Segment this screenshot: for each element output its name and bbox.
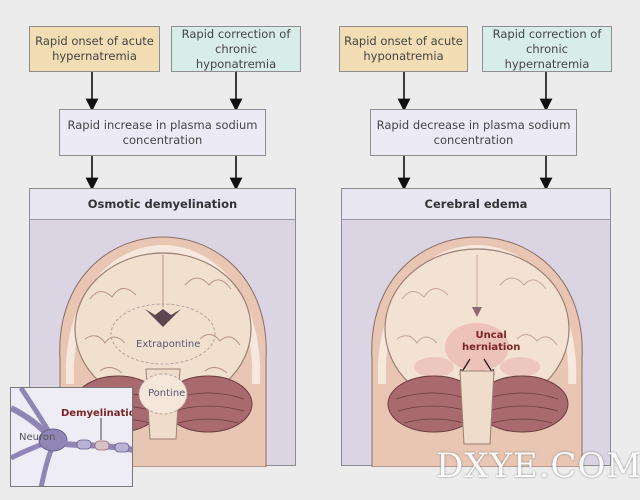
cause-box-left-1: Rapid onset of acute hypernatremia (29, 26, 160, 72)
cause-box-right-1: Rapid onset of acute hyponatremia (339, 26, 468, 72)
label-uncal: Uncal (475, 330, 507, 341)
label-pontine: Pontine (148, 388, 186, 399)
mechanism-box-left: Rapid increase in plasma sodium concentr… (59, 109, 266, 156)
cause-text: Rapid correction of chronic hypernatremi… (492, 26, 602, 71)
panel-cerebral-edema: Cerebral edema (341, 188, 611, 467)
label-neuron: Neuron (19, 432, 56, 443)
cause-text: Rapid onset of acute hyponatremia (344, 34, 463, 63)
panel-osmotic-demyelination: Osmotic demyelination (29, 188, 296, 467)
panel-title: Cerebral edema (342, 189, 610, 220)
label-herniation: herniation (462, 342, 521, 353)
cause-text: Rapid correction of chronic hyponatremia (181, 26, 291, 71)
cause-box-right-2: Rapid correction of chronic hypernatremi… (482, 26, 612, 72)
watermark: DXYE.COM (436, 446, 640, 486)
panel-title: Osmotic demyelination (30, 189, 295, 220)
mechanism-text: Rapid increase in plasma sodium concentr… (67, 117, 258, 147)
label-demyelination: Demyelination (61, 408, 132, 419)
brain-illustration-left (59, 236, 267, 467)
brain-illustration-right (371, 236, 583, 467)
cause-box-left-2: Rapid correction of chronic hyponatremia (171, 26, 301, 72)
label-extrapontine: Extrapontine (136, 339, 201, 350)
cause-text: Rapid onset of acute hypernatremia (35, 34, 154, 63)
mechanism-text: Rapid decrease in plasma sodium concentr… (376, 117, 571, 147)
neuron-illustration (11, 388, 132, 486)
neuron-inset: Neuron Demyelination (10, 387, 133, 487)
label-uncal-herniation: Uncal herniation (462, 330, 520, 354)
mechanism-box-right: Rapid decrease in plasma sodium concentr… (370, 109, 577, 156)
